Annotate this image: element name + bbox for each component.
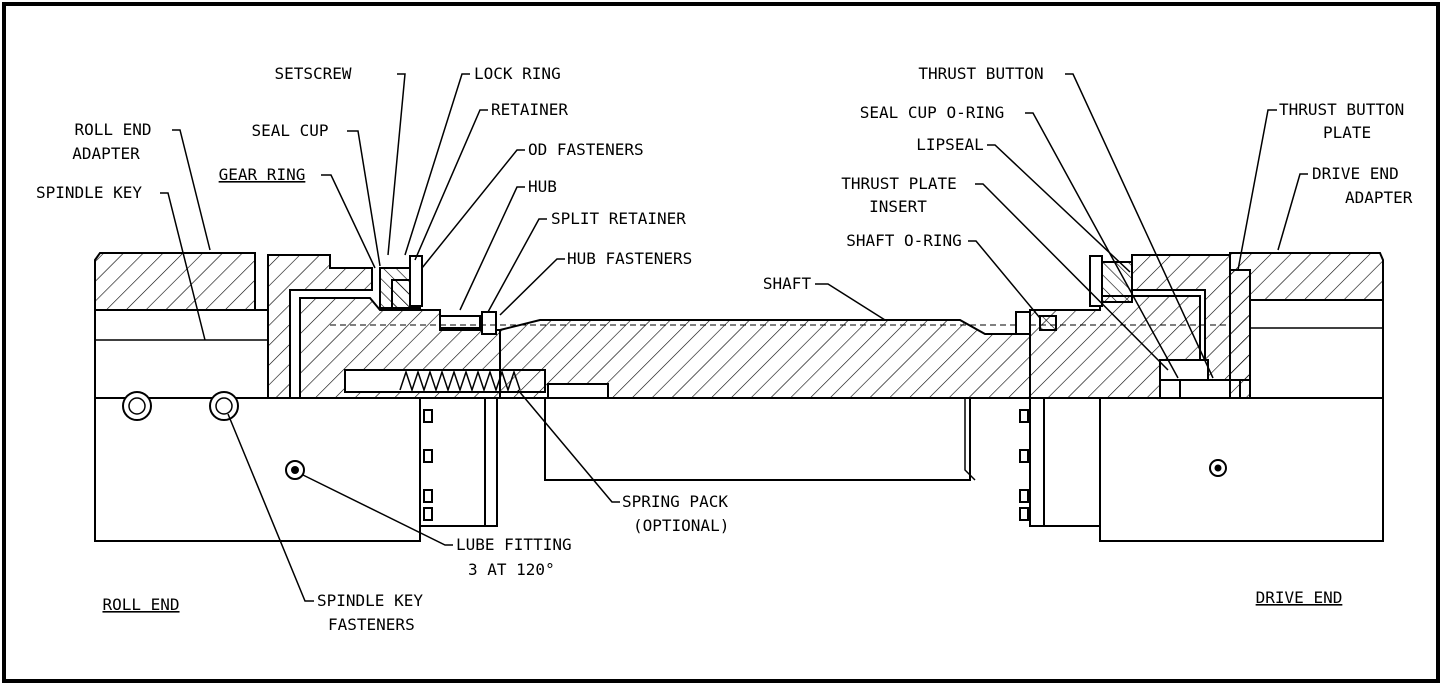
label-od-fasteners: OD FASTENERS <box>528 140 644 159</box>
drive-end-flange <box>1043 397 1101 527</box>
label-spring-pack-line2: (OPTIONAL) <box>633 516 729 535</box>
label-thrust-plate-insert-line2: INSERT <box>869 197 927 216</box>
lube-fitting-icon <box>1209 459 1227 477</box>
label-thrust-button-plate-line2: PLATE <box>1323 123 1371 142</box>
label-shaft: SHAFT <box>763 274 812 293</box>
label-retainer: RETAINER <box>491 100 568 119</box>
label-hub-fasteners: HUB FASTENERS <box>567 249 692 268</box>
drive-od-fasteners <box>1089 255 1103 307</box>
shaft-fastener <box>1015 311 1031 335</box>
shaft-assembly <box>330 319 1230 481</box>
lipseal <box>1097 261 1133 303</box>
label-hub: HUB <box>528 177 557 196</box>
callout-labels: SETSCREW LOCK RING RETAINER OD FASTENERS… <box>36 64 1413 634</box>
label-thrust-button: THRUST BUTTON <box>918 64 1043 83</box>
flange-bolt <box>1019 507 1029 521</box>
label-shaft-o-ring: SHAFT O-RING <box>846 231 962 250</box>
label-lipseal: LIPSEAL <box>916 135 983 154</box>
label-spring-pack-line1: SPRING PACK <box>622 492 728 511</box>
label-roll-end-adapter-line2: ADAPTER <box>72 144 140 163</box>
spindle-key-slot <box>94 309 269 399</box>
split-retainer <box>439 315 481 329</box>
label-drive-end-adapter-line1: DRIVE END <box>1312 164 1399 183</box>
label-spindle-key-fasteners-line1: SPINDLE KEY <box>317 591 423 610</box>
leader-lines <box>160 73 1308 602</box>
flange-bolt <box>423 507 433 521</box>
hub-fasteners <box>481 311 497 335</box>
label-roll-end: ROLL END <box>102 595 179 614</box>
roll-end-housing <box>94 397 421 542</box>
label-setscrew: SETSCREW <box>274 64 351 83</box>
label-spindle-key: SPINDLE KEY <box>36 183 142 202</box>
drive-end-flange-plate <box>1029 397 1045 527</box>
flange-bolt <box>1019 489 1029 503</box>
label-gear-ring: GEAR RING <box>219 165 306 184</box>
label-seal-cup: SEAL CUP <box>251 121 328 140</box>
label-thrust-button-plate-line1: THRUST BUTTON <box>1279 100 1404 119</box>
label-lube-fitting-line2: 3 AT 120° <box>468 560 555 579</box>
label-lube-fitting-line1: LUBE FITTING <box>456 535 572 554</box>
drive-end-assembly <box>1015 252 1384 542</box>
flange-bolt <box>1019 449 1029 463</box>
flange-bolt <box>423 489 433 503</box>
flange-bolt <box>423 449 433 463</box>
roll-end-flange-plate <box>484 397 498 527</box>
shaft-collar <box>547 383 609 399</box>
roll-end-assembly <box>94 252 546 542</box>
spindle-key-fastener-icon <box>122 391 152 421</box>
label-thrust-plate-insert-line1: THRUST PLATE <box>841 174 957 193</box>
label-roll-end-adapter-line1: ROLL END <box>74 120 151 139</box>
shaft-tube <box>544 397 971 481</box>
flange-bolt <box>1019 409 1029 423</box>
shaft-o-ring-seat <box>1039 315 1057 331</box>
label-drive-end-adapter-line2: ADAPTER <box>1345 188 1413 207</box>
od-fasteners <box>409 255 423 307</box>
label-spindle-key-fasteners-line2: FASTENERS <box>328 615 415 634</box>
label-seal-cup-o-ring: SEAL CUP O-RING <box>860 103 1005 122</box>
flange-bolt <box>423 409 433 423</box>
drive-end-bore <box>1249 299 1384 399</box>
drive-end-housing <box>1099 397 1384 542</box>
gear-ring <box>267 254 373 399</box>
label-split-retainer: SPLIT RETAINER <box>551 209 686 228</box>
drive-end-hub <box>1029 295 1201 399</box>
label-lock-ring: LOCK RING <box>474 64 561 83</box>
lube-fitting-icon <box>285 460 305 480</box>
label-drive-end: DRIVE END <box>1256 588 1343 607</box>
spindle-key-fastener-icon <box>209 391 239 421</box>
